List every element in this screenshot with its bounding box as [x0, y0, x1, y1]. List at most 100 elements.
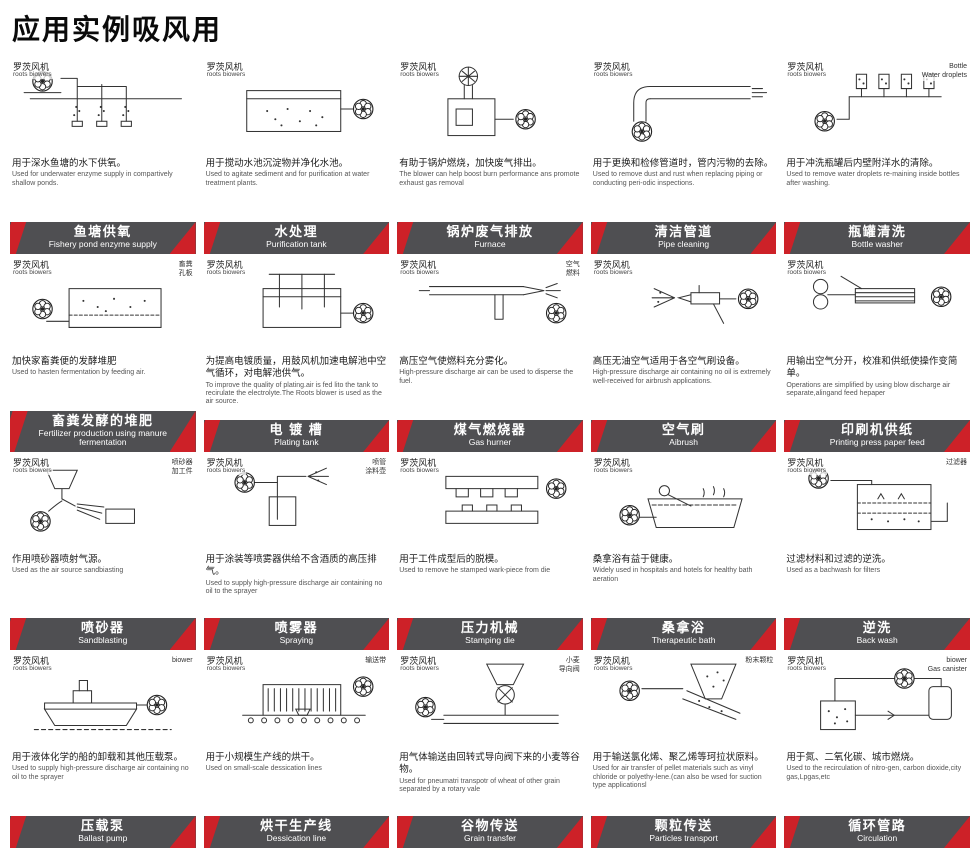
application-cell: 罗茨风机 roots biowers 有助于锅炉燃烧，加快废气排出。 The b… — [397, 62, 583, 254]
blower-label: 罗茨风机 roots biowers — [399, 62, 440, 80]
banner-title-en: Pipe cleaning — [658, 238, 710, 249]
banner-title-en: Gas hurner — [468, 436, 512, 447]
diagram-sketch — [204, 62, 390, 156]
banner-title-en: Therapeutic bath — [651, 634, 716, 645]
roots-blower-icon — [814, 110, 836, 132]
banner-title-en: Plating tank — [274, 436, 319, 447]
description-zh: 用于涂装等喷雾器供给不含酒质的高压排气。 — [205, 554, 377, 578]
diagram-labels: 过滤器 — [945, 459, 968, 468]
blower-label: 罗茨风机 roots biowers — [12, 656, 53, 674]
application-banner: 煤气燃烧器 Gas hurner — [397, 420, 583, 452]
description-en: Used to agitate sediment and for purific… — [205, 171, 370, 187]
banner-title-en: Printing press paper feed — [829, 436, 925, 447]
diagram: 罗茨风机 roots biowers — [784, 260, 970, 354]
description-zh: 用于小规模生产线的烘干。 — [205, 752, 320, 763]
application-banner: 烘干生产线 Dessication line — [203, 816, 390, 848]
banner-title-en: Stamping die — [465, 634, 515, 645]
banner-title-zh: 清洁管道 — [654, 224, 713, 239]
banner-title-en: Dessication line — [266, 832, 327, 843]
description-en: Used for pneumatri transpotr of wheat of… — [399, 777, 560, 794]
page-title: 应用实例吸风用 — [12, 14, 223, 45]
roots-blower-icon — [352, 302, 374, 324]
blower-label: 罗茨风机 roots biowers — [592, 656, 634, 674]
diagram-svg — [245, 90, 374, 132]
description-zh: 有助于锅炉燃烧，加快废气排出。 — [399, 158, 542, 169]
diagram-svg — [445, 475, 567, 524]
diagram-svg — [415, 663, 559, 724]
diagram-label: biower — [170, 657, 194, 666]
blower-label-en: roots biowers — [400, 665, 439, 673]
description-en: The blower can help boost burn performan… — [399, 171, 580, 187]
blower-label-zh: 罗茨风机 — [400, 656, 437, 666]
banner-title-zh: 喷雾器 — [274, 620, 319, 635]
application-cell: 罗茨风机 roots biowers 用于深水鱼塘的水下供氧。 Used for… — [10, 62, 196, 254]
blower-label: 罗茨风机 roots biowers — [592, 458, 634, 476]
banner-title-en: Particles transport — [649, 832, 718, 843]
blower-label-zh: 罗茨风机 — [787, 260, 824, 270]
diagram-label: 畜粪 — [177, 261, 194, 270]
description-en: Used for air transfer of pellet material… — [592, 765, 762, 790]
application-banner: 喷砂器 Sandblasting — [10, 618, 196, 650]
application-cell: 罗茨风机 roots biowers 空气燃料 高压空气使燃料充分雾化。 Hig… — [397, 260, 583, 452]
application-banner: 瓶罐清洗 Bottle washer — [784, 222, 970, 254]
description-en: Operations are simplified by using blow … — [786, 381, 951, 398]
blower-label-zh: 罗茨风机 — [13, 458, 50, 468]
diagram-labels: 粉末颗粒 — [744, 657, 775, 666]
application-banner: 压载泵 Ballast pump — [10, 816, 196, 848]
description-zh: 用于更换和检修管道时，管内污物的去除。 — [592, 158, 774, 169]
diagram: 罗茨风机 roots biowers — [397, 458, 583, 552]
blower-label: 罗茨风机 roots biowers — [12, 62, 53, 80]
application-banner: 电 镀 槽 Plating tank — [203, 420, 390, 452]
blower-label-en: roots biowers — [13, 665, 52, 673]
diagram-label: 过滤器 — [945, 459, 968, 468]
blower-label-zh: 罗茨风机 — [13, 656, 50, 666]
application-banner: 空气刷 Aibrush — [590, 420, 777, 452]
diagram-label: 导向阀 — [557, 665, 581, 675]
diagram: 罗茨风机 roots biowers 空气燃料 — [397, 260, 583, 354]
application-banner: 水处理 Purification tank — [203, 222, 390, 254]
diagram: 罗茨风机 roots biowers 过滤器 — [784, 458, 970, 552]
diagram-sketch — [591, 260, 777, 354]
blower-label-en: roots biowers — [593, 269, 633, 277]
diagram-svg — [241, 676, 374, 724]
blower-label-en: roots biowers — [787, 269, 827, 277]
diagram-svg — [619, 485, 743, 528]
description-en: High-pressure discharge air containing n… — [592, 369, 771, 385]
banner-title-zh: 颗粒传送 — [654, 818, 713, 833]
diagram: 罗茨风机 roots biowers 喷管涂料壶 — [204, 458, 390, 552]
blower-label: 罗茨风机 roots biowers — [205, 656, 247, 674]
diagram-labels: biower — [170, 657, 194, 666]
banner-title-zh: 印刷机供纸 — [840, 422, 914, 437]
roots-blower-icon — [619, 680, 640, 702]
blower-label-zh: 罗茨风机 — [787, 458, 824, 468]
description-zh: 用于工件成型后的脱模。 — [399, 554, 504, 565]
description-en: Used as a bachwash for filters — [786, 567, 881, 575]
banner-title-en: Grain transfer — [464, 832, 516, 843]
banner-title-zh: 瓶罐清洗 — [848, 224, 907, 239]
diagram-sketch — [591, 656, 777, 750]
description-zh: 用输出空气分开，校准和供纸使操作变简单。 — [786, 356, 958, 380]
diagram: 罗茨风机 roots biowers biower — [10, 656, 196, 750]
diagram: 罗茨风机 roots biowers — [204, 62, 390, 156]
banner-title-en: Circulation — [857, 832, 898, 843]
diagram-sketch — [397, 260, 583, 354]
diagram-label: Water droplets — [920, 71, 968, 81]
diagram-sketch — [10, 458, 196, 552]
description-en: Used to hasten fermentation by feeding a… — [12, 369, 146, 377]
application-cell: 罗茨风机 roots biowers 过滤器 过滤材料和过滤的逆洗。 Used … — [784, 458, 970, 650]
description-en: Used to remove dust and rust when replac… — [592, 171, 763, 187]
diagram: 罗茨风机 roots biowers — [591, 260, 777, 354]
description-zh: 用于深水鱼塘的水下供氧。 — [12, 158, 127, 169]
diagram-label: 涂料壶 — [364, 467, 388, 477]
blower-label: 罗茨风机 roots biowers — [205, 62, 247, 80]
description-en: Used to supply high-pressure discharge a… — [205, 579, 383, 596]
diagram-label: 空气 — [564, 261, 581, 270]
blower-label-en: roots biowers — [206, 269, 246, 277]
diagram: 罗茨风机 roots biowers — [591, 62, 777, 156]
description-zh: 用于氮、二氧化碳、城市燃烧。 — [786, 752, 920, 763]
blower-label: 罗茨风机 roots biowers — [12, 458, 53, 476]
diagram: 罗茨风机 roots biowers — [204, 260, 390, 354]
